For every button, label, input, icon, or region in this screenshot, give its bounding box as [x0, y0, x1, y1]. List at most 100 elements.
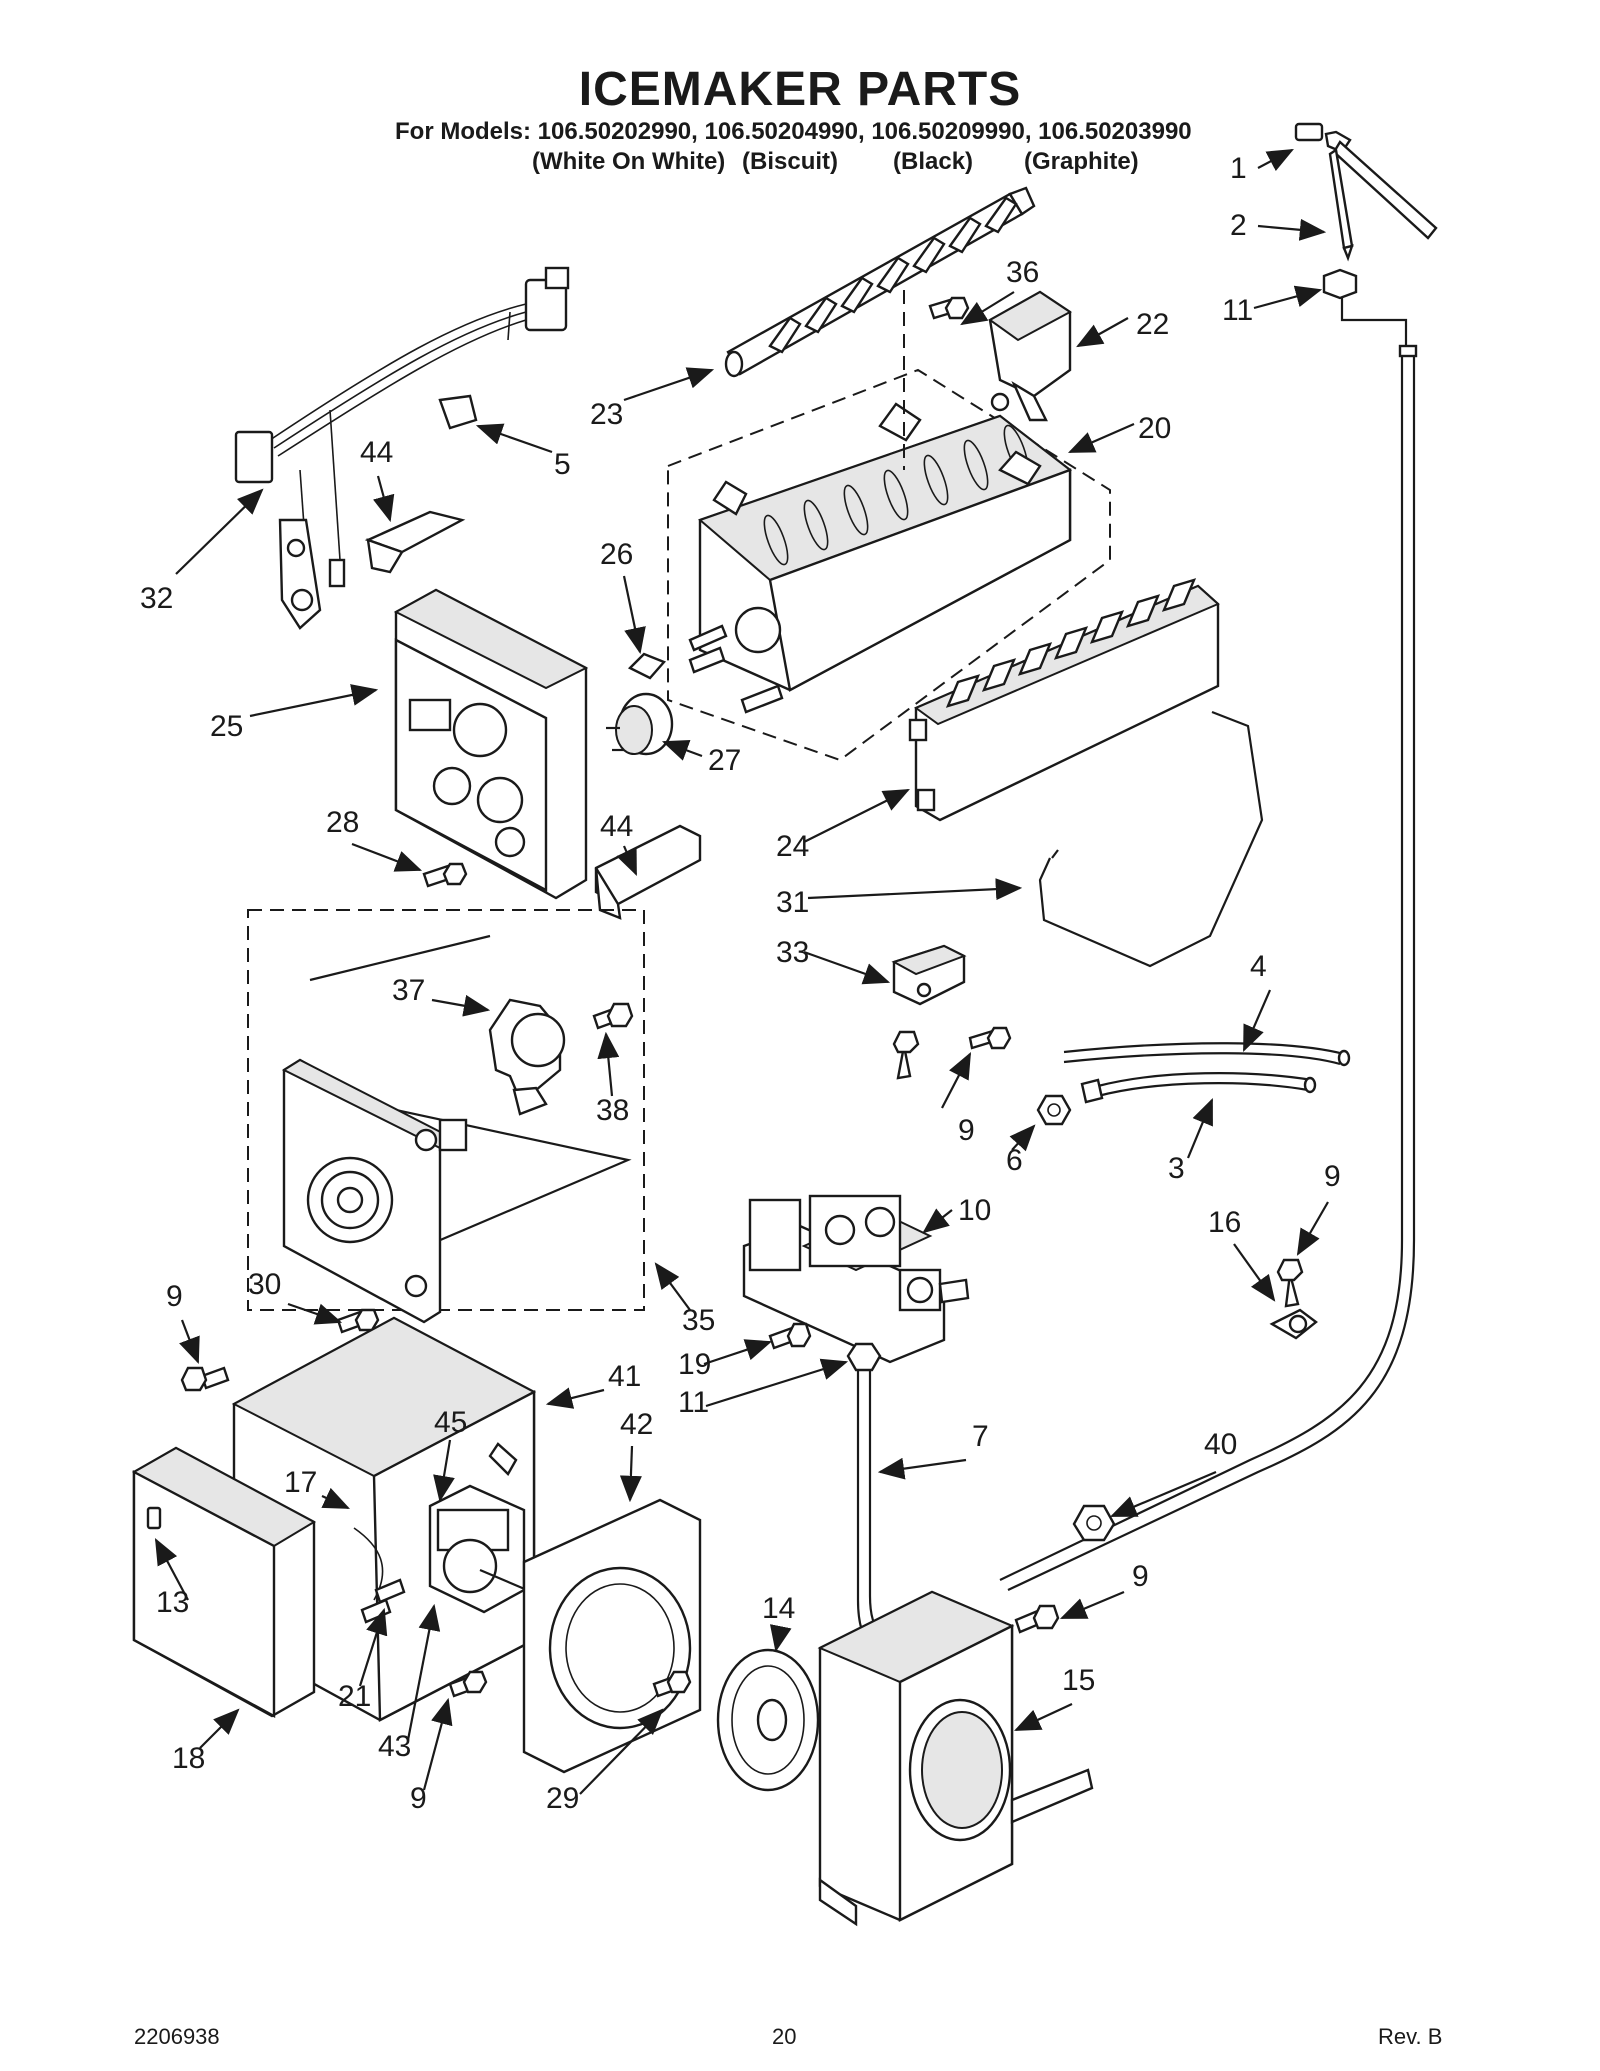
callout-leader	[1257, 218, 1327, 241]
screw-9-lower	[448, 1670, 488, 1698]
callout-number: 11	[1222, 294, 1253, 327]
gear-plate	[281, 1058, 468, 1324]
nut-11-lower	[846, 1342, 882, 1372]
callout-leader	[803, 950, 891, 985]
screw-38	[592, 1002, 634, 1030]
callout-leader	[597, 1031, 620, 1097]
water-valve-10	[742, 1194, 970, 1364]
callout-number: 31	[776, 886, 809, 919]
callout-number: 24	[776, 830, 809, 863]
clamp-16	[1269, 1308, 1318, 1340]
finish-black: (Black)	[893, 148, 974, 175]
callout-number: 9	[1324, 1160, 1341, 1193]
callout-leader	[1014, 1703, 1073, 1731]
motor-37	[488, 998, 566, 1116]
screw-9-duct	[1014, 1604, 1060, 1634]
callout-leader	[1257, 148, 1294, 172]
callout-leader	[922, 1208, 953, 1234]
callout-leader	[545, 1387, 605, 1409]
callout-leader	[1009, 1124, 1036, 1152]
callout-leader	[175, 488, 264, 575]
screw-19	[768, 1322, 812, 1350]
callout-number: 43	[378, 1730, 411, 1763]
callout-number: 5	[554, 448, 571, 481]
ejector-blade	[804, 296, 838, 334]
callout-leader	[433, 1439, 455, 1503]
callout-number: 37	[392, 974, 425, 1007]
callout-leader	[769, 1624, 792, 1653]
fill-cup-22	[988, 290, 1072, 422]
callout-number: 22	[1136, 308, 1169, 341]
callout-number: 9	[410, 1782, 427, 1815]
screws-9-bracket	[892, 1026, 1012, 1080]
callout-leader	[287, 1302, 343, 1325]
callout-leader	[199, 1708, 240, 1749]
callout-leader	[661, 740, 703, 761]
callout-leader	[960, 291, 1015, 326]
callout-number: 36	[1006, 256, 1039, 289]
callout-number: 28	[326, 806, 359, 839]
callout-leader	[1109, 1470, 1217, 1518]
models-line: For Models: 106.50202990, 106.50204990, …	[395, 118, 1192, 145]
page-number: 20	[772, 2024, 797, 2049]
ejector-blade	[984, 196, 1018, 234]
callout-number: 30	[248, 1268, 281, 1301]
callout-leader	[431, 994, 491, 1017]
mold-cavity	[763, 514, 789, 566]
callout-leader	[422, 1697, 453, 1791]
air-duct-15	[817, 1590, 1094, 1927]
screw-28	[422, 862, 468, 888]
ejector-blade	[948, 216, 982, 254]
fan-blade-14	[716, 1648, 820, 1792]
callout-leader	[1076, 317, 1129, 348]
callout-number: 7	[972, 1420, 989, 1453]
callout-number: 2	[1230, 209, 1247, 242]
callout-leader	[321, 1487, 350, 1509]
cover-tooth	[1125, 594, 1161, 628]
screw-36	[928, 296, 970, 320]
bracket-33	[891, 944, 967, 1006]
thermostat-27	[606, 652, 674, 756]
screw-9-clamp	[1276, 1258, 1304, 1308]
callout-number: 9	[1132, 1560, 1149, 1593]
callout-leader	[154, 1538, 189, 1601]
doc-number: 2206938	[134, 2024, 220, 2049]
callout-leader	[941, 1052, 972, 1109]
callout-number: 35	[682, 1304, 715, 1337]
callout-number: 32	[140, 582, 173, 615]
callout-number: 44	[360, 436, 393, 469]
callout-number: 14	[762, 1592, 795, 1625]
callout-leader	[406, 1603, 441, 1741]
ejector-blade	[768, 316, 802, 354]
callout-leader	[1296, 1201, 1329, 1256]
callout-number: 45	[434, 1406, 467, 1439]
callout-number: 19	[678, 1348, 711, 1381]
callout-leader	[1059, 1590, 1125, 1620]
mold-cavity	[883, 469, 909, 521]
callout-leader	[654, 1262, 691, 1311]
ejector-blade	[840, 276, 874, 314]
mold-cavity	[803, 499, 829, 551]
wire-harness	[234, 266, 570, 630]
callout-number: 4	[1250, 950, 1267, 983]
callout-number: 9	[958, 1114, 975, 1147]
access-cover-18	[131, 1446, 317, 1719]
callout-number: 13	[156, 1586, 189, 1619]
mold-cavity	[843, 484, 869, 536]
shutoff-arm-31	[1038, 710, 1264, 968]
callout-leader	[579, 1708, 664, 1795]
callout-number: 15	[1062, 1664, 1095, 1697]
callout-number: 1	[1230, 152, 1247, 185]
motor-assembly-group	[247, 909, 645, 1311]
ejector-blades	[724, 186, 1036, 378]
callout-leader	[1253, 285, 1323, 310]
screw-9-housing	[180, 1366, 230, 1392]
callout-number: 18	[172, 1742, 205, 1775]
cover-tooth	[1089, 610, 1125, 644]
page-title: ICEMAKER PARTS	[578, 63, 1022, 116]
callout-leader	[622, 575, 646, 655]
callout-leader	[703, 1339, 773, 1366]
callout-leader	[179, 1319, 200, 1365]
tape-44-lower	[594, 824, 702, 920]
